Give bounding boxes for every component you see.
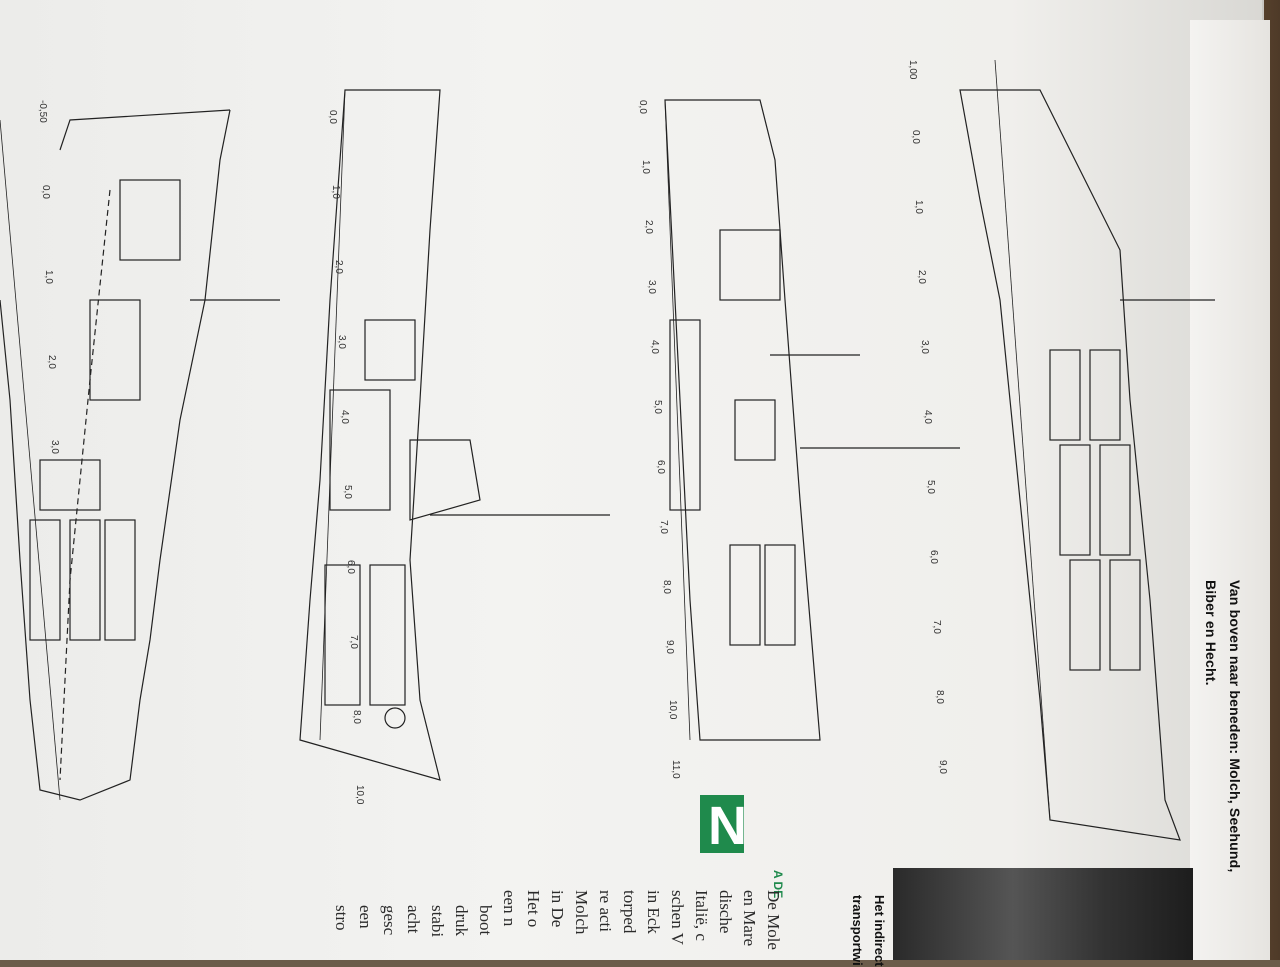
tick-label: 7,0 <box>658 520 669 534</box>
article-col-top: A DE <box>771 870 800 898</box>
tick-label: 11,0 <box>670 760 681 779</box>
tick-label: 8,0 <box>934 690 945 704</box>
tick-label: 8,0 <box>351 710 362 724</box>
tick-label: 1,0 <box>640 160 651 174</box>
article-line: en Mare <box>740 890 759 947</box>
tick-label: 0,0 <box>40 185 51 199</box>
tick-label: 6,0 <box>928 550 939 564</box>
tick-label: 6,0 <box>655 460 666 474</box>
tick-label: 3,0 <box>49 440 60 454</box>
tick-label: 5,0 <box>652 400 663 414</box>
caption-line-2: Biber en Hecht. <box>1203 580 1219 686</box>
tick-label: 6,0 <box>345 560 356 574</box>
tick-label: 3,0 <box>919 340 930 354</box>
article-line: Italië, c <box>692 890 711 941</box>
tick-label: -0,50 <box>37 100 48 123</box>
photo-caption-line-1: Het indirect <box>872 895 887 967</box>
tick-label: 3,0 <box>646 280 657 294</box>
photo-caption-line-2: transportwi <box>850 895 865 966</box>
tick-label: 4,0 <box>922 410 933 424</box>
caption-line-1: Van boven naar beneden: Molch, Seehund, <box>1227 580 1243 873</box>
drawing-biber <box>664 99 960 741</box>
drawing-molch <box>0 109 280 801</box>
article-line: dische <box>716 890 735 934</box>
tick-label: 3,0 <box>336 335 347 349</box>
article-line: een <box>356 905 375 929</box>
tick-label: 9,0 <box>664 640 675 654</box>
figure-caption: Van boven naar beneden: Molch, Seehund, … <box>1203 580 1257 873</box>
article-line: Molch <box>572 890 591 935</box>
article-line: schen V <box>668 890 687 945</box>
article-line: acht <box>404 905 423 934</box>
tick-label: 8,0 <box>661 580 672 594</box>
page-edge <box>1190 20 1270 960</box>
drawing-seehund <box>299 89 610 781</box>
tick-label: 0,0 <box>910 130 921 144</box>
article-line: Het o <box>524 890 543 928</box>
tick-label: 10,0 <box>354 785 365 805</box>
tick-label: 4,0 <box>649 340 660 354</box>
article-line: gesc <box>380 905 399 936</box>
tick-label: 4,0 <box>339 410 350 424</box>
article-line: De Mole <box>764 890 783 950</box>
tick-label: 7,0 <box>348 635 359 649</box>
tick-label: 1,0 <box>330 185 341 199</box>
photo-caption: Het indirect transportwi <box>850 895 900 967</box>
tick-label: 2,0 <box>333 260 344 274</box>
article-line: in Eck <box>644 890 663 934</box>
tick-label: 5,0 <box>342 485 353 499</box>
article-line: een n <box>500 890 519 927</box>
article-line: stro <box>332 905 351 931</box>
tick-label: 9,0 <box>937 760 948 774</box>
tick-label: 0,0 <box>637 100 648 114</box>
article-line: re acti <box>596 890 615 932</box>
tick-label: 1,00 <box>907 60 918 80</box>
tick-label: 5,0 <box>925 480 936 494</box>
dropcap: N <box>700 795 747 856</box>
tick-label: 0,0 <box>327 110 338 124</box>
tick-label: 2,0 <box>916 270 927 284</box>
tick-label: 10,0 <box>667 700 678 720</box>
dropcap-letter: N <box>708 796 747 856</box>
photo <box>893 868 1193 960</box>
article-line: torped <box>620 890 639 934</box>
article-line: stabi <box>428 905 447 938</box>
tick-label: 2,0 <box>643 220 654 234</box>
tick-label: 1,0 <box>43 270 54 284</box>
article-line: in De <box>548 890 567 928</box>
article-line: druk <box>452 905 471 937</box>
tick-labels: -0,50 0,0 1,0 2,0 3,0 0,0 1,0 2,0 3,0 4,0 5,0 6,0 7,… <box>37 60 948 805</box>
tick-label: 1,0 <box>913 200 924 214</box>
article-line: boot <box>476 905 495 936</box>
drawing-hecht <box>959 59 1215 841</box>
tick-label: 7,0 <box>931 620 942 634</box>
tick-label: 2,0 <box>46 355 57 369</box>
